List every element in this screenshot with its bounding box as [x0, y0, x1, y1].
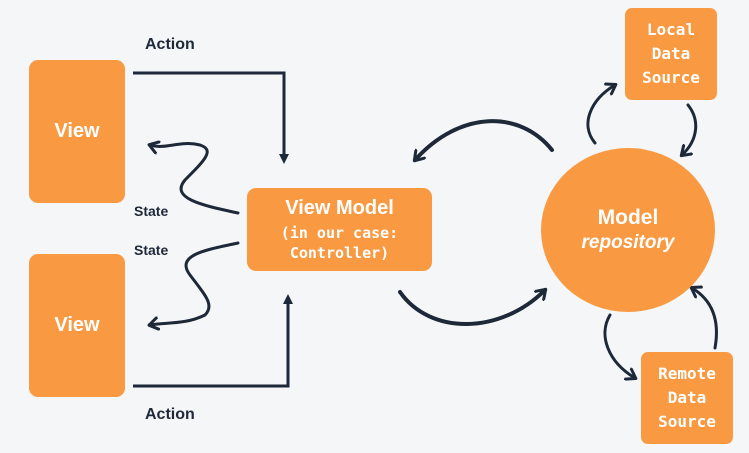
model-subtitle: repository [581, 232, 675, 253]
view-bottom-label: View [54, 314, 100, 336]
state-top-arrow [150, 144, 240, 215]
view-model-note-line1: (in our case: [280, 223, 399, 242]
model-title: Model [597, 206, 659, 229]
state-bottom-label: State [134, 242, 169, 258]
local-data-source-node: Local Data Source [625, 8, 717, 100]
remote-source-line3: Source [658, 412, 716, 431]
remote-source-line2: Data [667, 388, 707, 407]
remote-source-line1: Remote [658, 364, 716, 383]
action-top-arrow [133, 71, 289, 164]
action-bottom-arrow [133, 294, 293, 388]
view-model-title: View Model [285, 196, 394, 219]
view-model-node: View Model (in our case: Controller) [247, 188, 432, 271]
view-node-bottom: View [29, 254, 125, 397]
view-model-note-line2: Controller) [289, 243, 390, 262]
local-source-line1: Local [646, 20, 696, 39]
local-source-line2: Data [651, 44, 691, 63]
viewmodel-to-model-arrow [398, 290, 545, 326]
view-node-top: View [29, 60, 125, 203]
state-bottom-arrow [150, 241, 240, 325]
action-bottom-label: Action [145, 406, 195, 423]
view-top-label: View [54, 120, 100, 142]
local-source-line3: Source [642, 68, 700, 87]
model-node: Model repository [541, 148, 715, 312]
local-to-model-arrow [682, 103, 698, 155]
remote-to-model-arrow [692, 288, 718, 350]
model-to-viewmodel-arrow [415, 119, 554, 160]
model-to-remote-arrow [603, 313, 635, 378]
action-top-label: Action [145, 36, 195, 53]
remote-data-source-node: Remote Data Source [641, 352, 733, 444]
model-to-local-arrow [586, 85, 615, 145]
state-top-label: State [134, 203, 169, 219]
